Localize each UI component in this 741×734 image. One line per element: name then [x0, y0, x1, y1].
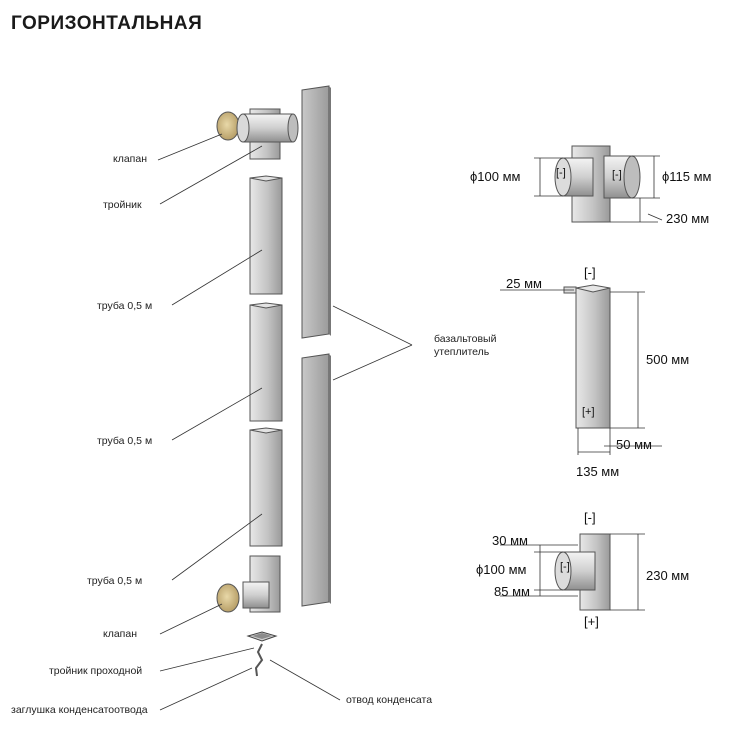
label-valve-top: клапан: [113, 153, 148, 165]
pipe-dimension-view: [563, 284, 611, 429]
tee: [236, 108, 299, 160]
label-pipe-1: труба 0,5 м: [97, 300, 153, 312]
dim-25: 25 мм: [506, 276, 542, 291]
dim-85: 85 мм: [494, 584, 530, 599]
dim-bottom-minus: [-]: [584, 510, 596, 525]
dim-lines-pipe: [500, 289, 662, 455]
dim-d115: ϕ115 мм: [662, 169, 712, 184]
dim-d100-top: ϕ100 мм: [470, 169, 521, 184]
dim-pipe-minus: [-]: [584, 265, 596, 280]
leader-lines: [157, 133, 413, 711]
dim-230-bottom: 230 мм: [646, 568, 690, 583]
tee-pass: [242, 555, 281, 613]
dim-minus-left: [-]: [556, 167, 566, 179]
dim-pipe-plus: [+]: [582, 406, 595, 418]
label-pipe-2: труба 0,5 м: [97, 435, 153, 447]
dim-135: 135 мм: [576, 464, 620, 479]
dim-minus-right: [-]: [612, 169, 622, 181]
dim-50: 50 мм: [616, 437, 652, 452]
page-title: ГОРИЗОНТАЛЬНАЯ: [11, 13, 203, 34]
basalt-insulation-top: [301, 85, 331, 339]
label-basalt-1: базальтовый: [434, 333, 497, 345]
label-condensate-drain: отвод конденсата: [346, 694, 433, 706]
dim-inner-minus: [-]: [560, 561, 570, 573]
dim-d100-bottom: ϕ100 мм: [476, 562, 527, 577]
label-pipe-3: труба 0,5 м: [87, 575, 143, 587]
label-valve-bottom: клапан: [103, 628, 138, 640]
valve-top: [216, 111, 240, 141]
basalt-insulation-bottom: [301, 353, 331, 607]
label-tee-pass: тройник проходной: [49, 665, 143, 677]
label-condensate-plug: заглушка конденсатоотвода: [11, 704, 148, 716]
dim-lines-top: [534, 155, 663, 223]
pipe-2: [249, 302, 283, 422]
dim-lines-bottom: [500, 533, 645, 611]
dim-bottom-plus: [+]: [584, 614, 599, 629]
label-tee: тройник: [103, 199, 142, 211]
label-basalt-2: утеплитель: [434, 346, 490, 358]
pass-tee-dimension-view: [554, 533, 611, 611]
tee-dimension-view: [554, 145, 641, 223]
dim-230-top: 230 мм: [666, 211, 710, 226]
valve-bottom: [216, 583, 240, 613]
dim-30: 30 мм: [492, 533, 528, 548]
dim-500: 500 мм: [646, 352, 690, 367]
pipe-3: [249, 427, 283, 547]
condensate-plug: [246, 631, 278, 677]
pipe-1: [249, 175, 283, 295]
